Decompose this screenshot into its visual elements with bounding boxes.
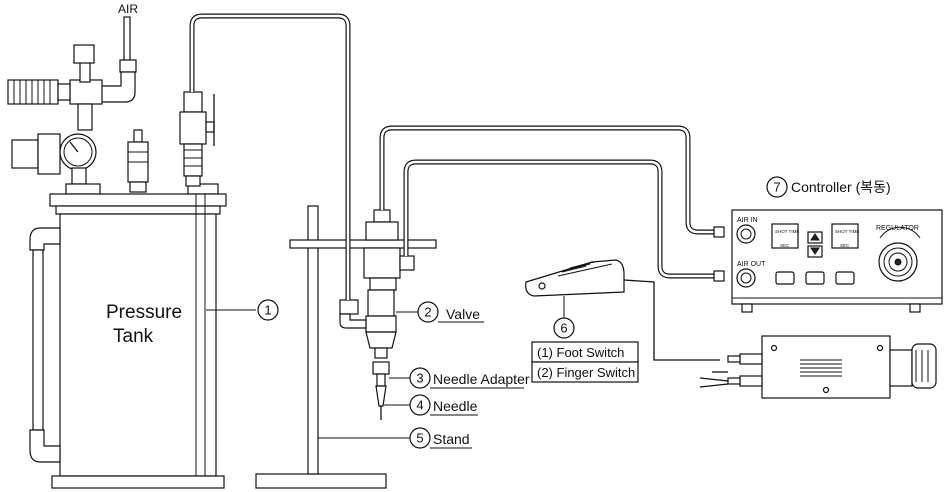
pressure-gauge: [11, 133, 97, 185]
callout-3-needle-adapter: 3 Needle Adapter: [389, 367, 530, 389]
shot-time-display-1: [771, 223, 799, 249]
callout-6-switch: 6 (1) Foot Switch (2) Finger Switch: [531, 296, 639, 383]
pressure-tank-label-line1: Pressure: [106, 302, 182, 323]
callout-4-needle: 4 Needle: [384, 394, 478, 416]
controller-key-3[interactable]: [835, 271, 855, 285]
svg-text:SHOT TIME: SHOT TIME: [775, 229, 799, 234]
shot-time-display-2: [831, 223, 859, 249]
svg-text:1: 1: [264, 303, 271, 318]
svg-text:2: 2: [424, 305, 431, 320]
callout-2-valve: 2 Valve: [396, 301, 484, 323]
foot-switch-option: (1) Foot Switch: [537, 345, 624, 360]
svg-text:SHOT TIME: SHOT TIME: [835, 229, 859, 234]
pressure-tank: Pressure Tank: [29, 183, 227, 489]
controller: AIR IN AIR OUT SHOT TIME SEC SHOT TIME S…: [731, 209, 943, 313]
tank-ball-valve: [179, 91, 215, 187]
air-out-port: [736, 268, 756, 288]
finger-switch-option: (2) Finger Switch: [537, 365, 635, 380]
svg-text:7: 7: [773, 180, 780, 195]
stand: [255, 205, 437, 489]
controller-key-1[interactable]: [775, 271, 795, 285]
valve-label: Valve: [446, 306, 480, 322]
svg-text:SEC: SEC: [840, 243, 850, 248]
controller-key-2[interactable]: [805, 271, 825, 285]
callout-7-controller: 7 Controller (복동): [766, 176, 891, 198]
needle-label: Needle: [433, 398, 478, 414]
needle-adapter-label: Needle Adapter: [433, 371, 530, 387]
svg-text:5: 5: [416, 431, 423, 446]
foot-switch: [525, 259, 720, 361]
callout-1: 1: [206, 299, 279, 321]
finger-switch-unit: [699, 335, 937, 399]
air-out-label: AIR OUT: [737, 261, 766, 268]
needle: [375, 385, 387, 420]
muffler: [7, 79, 71, 105]
air-in-label: AIR IN: [737, 217, 758, 224]
svg-text:SEC: SEC: [780, 243, 790, 248]
air-label: AIR: [118, 2, 138, 16]
needle-adapter: [372, 347, 390, 387]
dispense-valve: [339, 209, 415, 349]
svg-text:6: 6: [560, 321, 567, 336]
controller-label: Controller (복동): [791, 179, 891, 195]
svg-text:4: 4: [416, 398, 423, 413]
up-arrow-icon: [810, 233, 820, 241]
svg-text:3: 3: [416, 371, 423, 386]
regulator-label: REGULATOR: [876, 225, 919, 232]
air-in-port: [736, 224, 756, 244]
air-inlet-assembly: AIR: [7, 2, 149, 193]
pressure-tank-label-line2: Tank: [113, 326, 154, 347]
safety-valve: [127, 129, 149, 193]
callout-5-stand: 5 Stand: [318, 427, 472, 449]
stand-label: Stand: [433, 431, 470, 447]
air-tubes: [189, 13, 725, 300]
down-arrow-icon: [810, 247, 820, 255]
